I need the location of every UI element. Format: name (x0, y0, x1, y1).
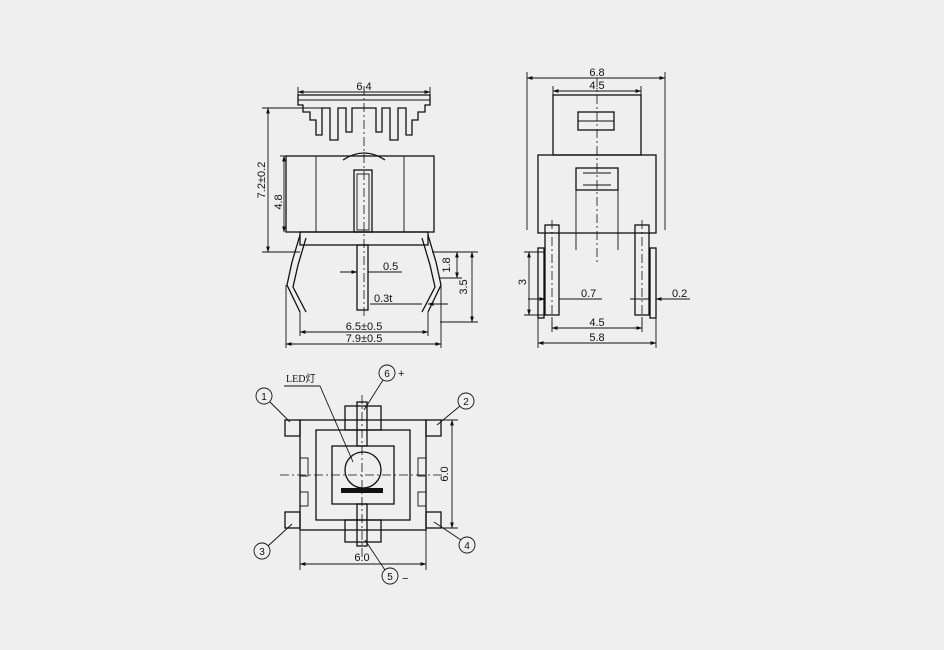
side-width-label: 6.4 (356, 81, 371, 93)
pin-4-label: 4 (464, 541, 470, 552)
pin-5-marker (381, 567, 399, 585)
front-base-width-label: 5.8 (589, 332, 604, 344)
pin-2-label: 2 (463, 397, 469, 408)
pin-4-marker (458, 536, 476, 554)
side-lead-short-label: 1.8 (441, 257, 453, 272)
front-pin-gap-label: 0.2 (672, 288, 687, 300)
minus-sign: − (402, 573, 408, 585)
front-pin-width-label: 0.7 (581, 288, 596, 300)
side-span-inner-label: 6.5±0.5 (346, 321, 383, 333)
side-height-body-label: 4.8 (273, 194, 285, 209)
plus-sign: + (398, 368, 404, 380)
side-span-outer-label: 7.9±0.5 (346, 333, 383, 345)
front-width-inner-label: 4.5 (589, 80, 604, 92)
side-view: 6.4 7.2±0.2 4.8 0.5 1.8 3.5 0.3t 6.5±0.5 (256, 81, 478, 348)
bottom-view: LED灯 1 2 3 4 5 − 6 + 6.0 6.0 (253, 364, 476, 585)
front-pin-length-label: 3 (517, 279, 529, 285)
pin-5-label: 5 (387, 572, 393, 583)
side-height-total-label: 7.2±0.2 (256, 162, 268, 199)
front-pin-span-label: 4.5 (589, 317, 604, 329)
pin-1-marker (255, 387, 273, 405)
pin-2-marker (457, 392, 475, 410)
pin-3-label: 3 (259, 547, 265, 558)
side-lead-long-label: 3.5 (458, 279, 470, 294)
side-pin-thickness-label: 0.5 (383, 261, 398, 273)
bottom-height-label: 6.0 (439, 466, 451, 481)
pin-6-label: 6 (384, 369, 390, 380)
front-view: 6.8 4.5 3 0.7 0.2 4.5 5.8 (517, 67, 690, 348)
pin-6-marker (378, 364, 396, 382)
pin-1-label: 1 (261, 392, 267, 403)
front-width-outer-label: 6.8 (589, 67, 604, 79)
side-lead-thickness-label: 0.3t (374, 293, 392, 305)
bottom-width-label: 6.0 (354, 552, 369, 564)
led-label: LED灯 (286, 373, 315, 385)
pin-3-marker (253, 542, 271, 560)
